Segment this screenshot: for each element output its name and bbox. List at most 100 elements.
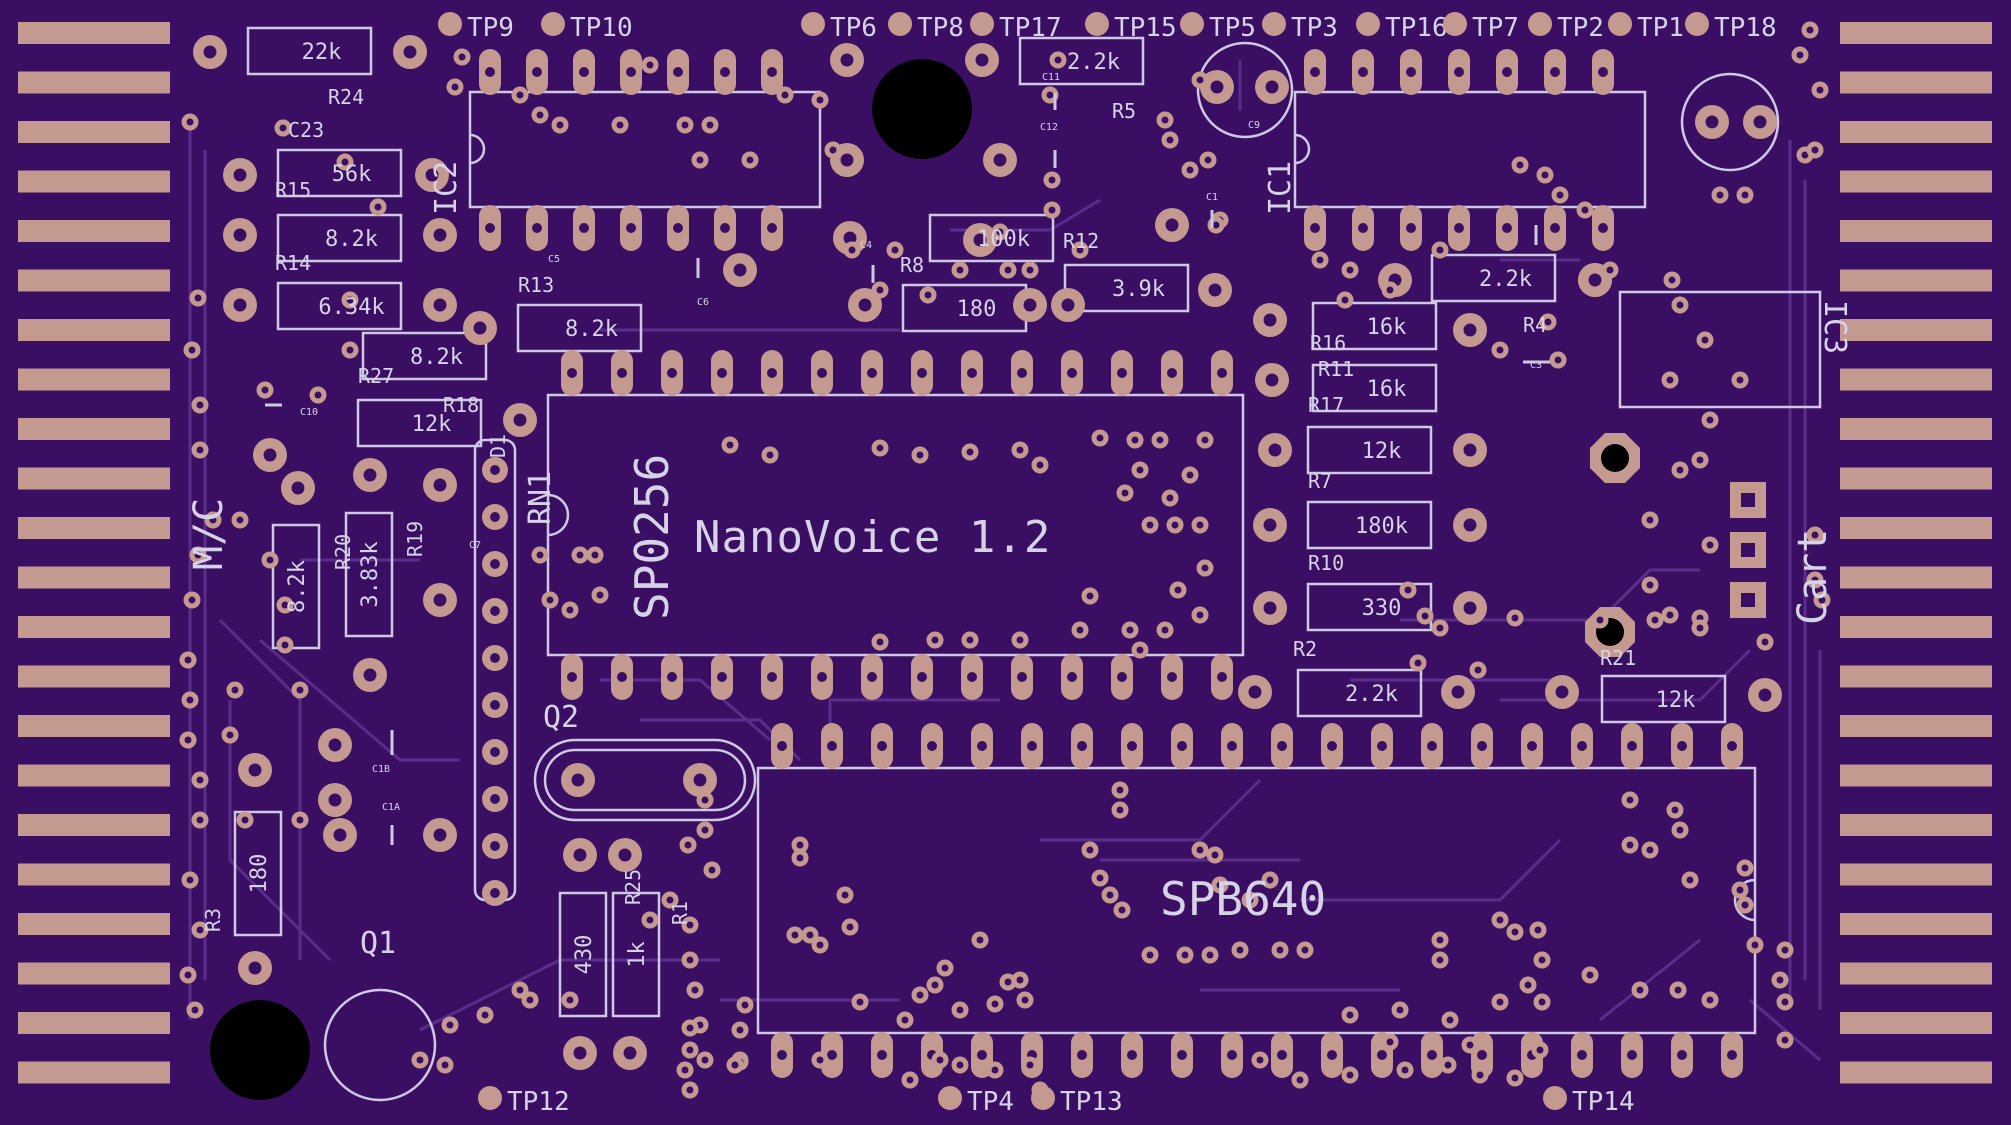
via-hole [701, 1056, 709, 1064]
via-hole [1538, 956, 1546, 964]
vias [179, 21, 1831, 1099]
via-hole [1668, 276, 1676, 284]
resistor-outline [1306, 425, 1433, 475]
resistor-value: 2.2k [1479, 267, 1532, 292]
pad-hole [975, 53, 989, 67]
resistor-outline [233, 810, 283, 937]
pad-hole [567, 672, 577, 682]
resistor-outline [928, 213, 1055, 263]
capacitor-label: C9 [1248, 120, 1260, 131]
edge-finger [1840, 962, 1992, 985]
via-hole [1444, 1061, 1452, 1069]
via-hole [1046, 91, 1054, 99]
pad-hole [1077, 1050, 1087, 1060]
via-hole [681, 1066, 689, 1074]
ic1-label: IC1 [1263, 161, 1298, 215]
pad-hole [1023, 298, 1037, 312]
via-hole [1636, 986, 1644, 994]
pad-hole [717, 672, 727, 682]
pad-hole [1753, 115, 1767, 129]
test-point-pad [1608, 12, 1632, 36]
via-hole [196, 926, 204, 934]
pad-hole [1427, 741, 1437, 751]
pad-hole [1477, 741, 1487, 751]
via-hole [1048, 176, 1056, 184]
test-point-pad [478, 1086, 502, 1110]
test-point-pad [438, 12, 462, 36]
via-hole [746, 156, 754, 164]
via-hole [646, 916, 654, 924]
sp0256-label: SP0256 [625, 454, 679, 620]
resistor-outline [1306, 582, 1433, 632]
via-hole [1096, 434, 1104, 442]
capacitor-label: C11 [1042, 72, 1060, 83]
component-pads [193, 35, 1782, 1078]
pad-hole [1117, 672, 1127, 682]
pad-hole [490, 794, 500, 804]
resistor-value: 22k [302, 40, 342, 65]
via-hole [841, 891, 849, 899]
test-point-pad [1443, 12, 1467, 36]
hex-pad-1-hole [1601, 444, 1629, 472]
pad-hole [977, 741, 987, 751]
pad-hole [720, 223, 730, 233]
via-hole [556, 121, 564, 129]
cart-header [1730, 482, 1766, 618]
via-hole [696, 156, 704, 164]
via-hole [1436, 624, 1444, 632]
sp0256-outline [546, 393, 1245, 657]
via-hole [591, 551, 599, 559]
pad-hole [1265, 373, 1279, 387]
pad-hole [1463, 601, 1477, 615]
pad-hole [858, 298, 872, 312]
pad-hole [513, 413, 527, 427]
test-point-label: TP10 [570, 13, 633, 43]
edge-finger [1840, 319, 1992, 341]
pad-hole [1127, 1050, 1137, 1060]
edge-finger [1840, 121, 1992, 143]
pad-hole [1598, 223, 1608, 233]
pad-hole [840, 153, 854, 167]
via-hole [1016, 446, 1024, 454]
edge-finger [18, 22, 170, 44]
pad-hole [667, 368, 677, 378]
mc-label: M/C [186, 498, 232, 570]
via-hole [686, 921, 694, 929]
pad-hole [1027, 741, 1037, 751]
via-hole [1541, 171, 1549, 179]
test-point-pad [1180, 12, 1204, 36]
via-hole [1496, 916, 1504, 924]
via-hole [1706, 996, 1714, 1004]
resistor-outline [1430, 253, 1557, 303]
via-hole [876, 638, 884, 646]
via-hole [1651, 616, 1659, 624]
test-point-label: TP3 [1291, 13, 1338, 43]
via-hole [1266, 876, 1274, 884]
via-hole [806, 931, 814, 939]
pad-hole [1210, 80, 1224, 94]
resistor-outline [1600, 674, 1727, 724]
via-hole [1196, 521, 1204, 529]
pad-hole [248, 763, 262, 777]
pad-hole [993, 153, 1007, 167]
resistor-value: 100k [977, 227, 1030, 252]
pad-hole [777, 741, 787, 751]
edge-finger [18, 665, 170, 688]
via-hole [236, 516, 244, 524]
pad-hole [1677, 1050, 1687, 1060]
resistor-value: 3.9k [1112, 277, 1165, 302]
via-hole [1316, 256, 1324, 264]
test-point-label: TP12 [507, 1087, 570, 1117]
via-hole [1186, 166, 1194, 174]
via-hole [1201, 436, 1209, 444]
via-hole [701, 796, 709, 804]
resistor-outline [276, 281, 403, 331]
pad-hole [233, 168, 247, 182]
via-hole [1181, 951, 1189, 959]
test-point-label: TP4 [967, 1087, 1014, 1117]
pad-hole [1588, 273, 1602, 287]
via-hole [1276, 946, 1284, 954]
test-point-label: TP14 [1572, 1087, 1635, 1117]
pad-hole [867, 368, 877, 378]
ref-designator: R3 [201, 908, 225, 932]
